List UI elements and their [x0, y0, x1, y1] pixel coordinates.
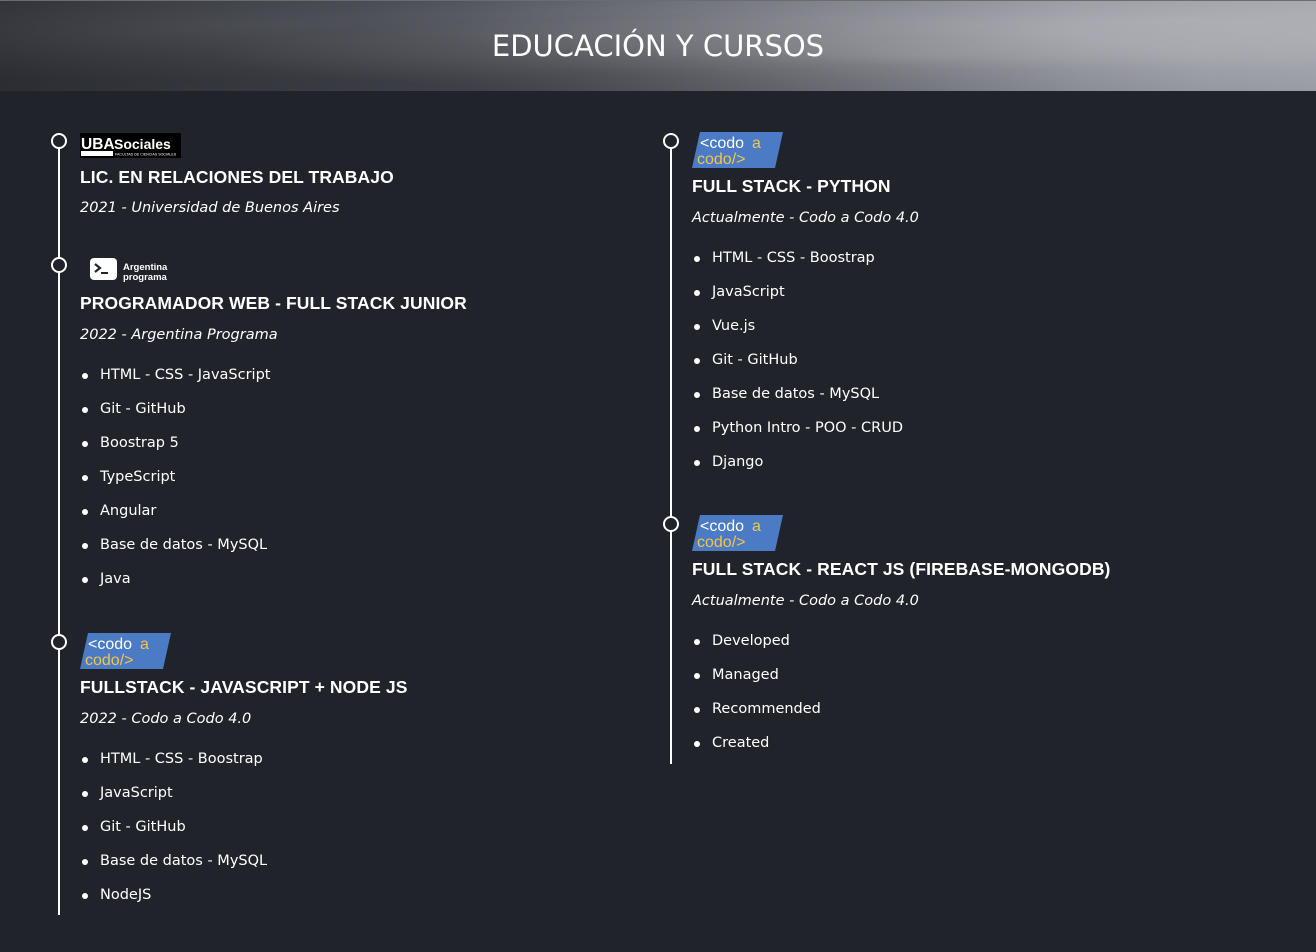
list-item: Managed [692, 665, 1292, 699]
uba-sociales-logo: UBA Sociales FACULTAD DE CIENCIAS SOCIAL… [80, 133, 181, 158]
timeline-dot [663, 133, 679, 149]
education-entry: Argentina programa PROGRAMADOR WEB - FUL… [80, 257, 640, 603]
list-item: Boostrap 5 [80, 433, 640, 467]
list-item: Git - GitHub [80, 817, 640, 851]
education-entry: <codo a codo/> FULLSTACK - JAVASCRIPT + … [80, 633, 640, 919]
argentina-logo-text: Argentina [123, 262, 168, 273]
list-item: Vue.js [692, 316, 1292, 350]
programa-logo-text: programa [123, 272, 168, 283]
list-item: Django [692, 452, 1292, 486]
terminal-icon [94, 263, 102, 273]
codo-logo-a: a [140, 636, 149, 653]
entry-title: PROGRAMADOR WEB - FULL STACK JUNIOR [80, 293, 467, 313]
codo-logo-line1: <codo [700, 135, 744, 152]
timeline-dot [663, 516, 679, 532]
list-item: JavaScript [692, 282, 1292, 316]
timeline-dot [51, 133, 67, 149]
skills-list: Developed Managed Recommended Created [692, 631, 1292, 767]
list-item: Base de datos - MySQL [80, 851, 640, 885]
codo-logo-line2: codo/> [697, 151, 745, 168]
entry-subtitle: Actualmente - Codo a Codo 4.0 [692, 593, 919, 609]
section-title: EDUCACIÓN Y CURSOS [491, 29, 825, 63]
codo-logo-line1: <codo [700, 518, 744, 535]
skills-list: HTML - CSS - JavaScript Git - GitHub Boo… [80, 365, 640, 603]
sociales-logo-text: Sociales [114, 136, 171, 152]
list-item: Recommended [692, 699, 1292, 733]
codo-logo-a: a [752, 135, 761, 152]
uba-logo-subtext: FACULTAD DE CIENCIAS SOCIALES [115, 153, 177, 157]
list-item: TypeScript [80, 467, 640, 501]
entry-title: FULL STACK - PYTHON [692, 176, 891, 196]
codo-a-codo-logo: <codo a codo/> [692, 515, 783, 551]
timeline-line-right [670, 140, 672, 764]
codo-logo-line2: codo/> [85, 652, 133, 669]
entry-subtitle: 2022 - Argentina Programa [80, 327, 278, 343]
timeline-dot [51, 634, 67, 650]
codo-logo-a: a [752, 518, 761, 535]
section-header: EDUCACIÓN Y CURSOS [0, 0, 1316, 91]
timeline-dot [51, 257, 67, 273]
list-item: Base de datos - MySQL [80, 535, 640, 569]
list-item: JavaScript [80, 783, 640, 817]
list-item: Created [692, 733, 1292, 767]
codo-logo-line1: <codo [88, 636, 132, 653]
list-item: Git - GitHub [692, 350, 1292, 384]
entry-title: FULL STACK - REACT JS (FIREBASE-MONGODB) [692, 559, 1111, 579]
codo-a-codo-logo: <codo a codo/> [80, 633, 171, 669]
entry-title: LIC. EN RELACIONES DEL TRABAJO [80, 167, 394, 187]
list-item: Angular [80, 501, 640, 535]
skills-list: HTML - CSS - Boostrap JavaScript Vue.js … [692, 248, 1292, 486]
list-item: Git - GitHub [80, 399, 640, 433]
entry-subtitle: Actualmente - Codo a Codo 4.0 [692, 210, 919, 226]
list-item: Base de datos - MySQL [692, 384, 1292, 418]
education-entry: UBA Sociales FACULTAD DE CIENCIAS SOCIAL… [80, 133, 640, 218]
list-item: Python Intro - POO - CRUD [692, 418, 1292, 452]
entry-subtitle: 2021 - Universidad de Buenos Aires [80, 200, 340, 216]
education-entry: <codo a codo/> FULL STACK - REACT JS (FI… [692, 515, 1292, 767]
entry-title: FULLSTACK - JAVASCRIPT + NODE JS [80, 677, 408, 697]
list-item: HTML - CSS - JavaScript [80, 365, 640, 399]
list-item: HTML - CSS - Boostrap [80, 749, 640, 783]
entry-subtitle: 2022 - Codo a Codo 4.0 [80, 711, 252, 727]
codo-a-codo-logo: <codo a codo/> [692, 132, 783, 168]
list-item: NodeJS [80, 885, 640, 919]
argentina-programa-logo: Argentina programa [90, 258, 168, 283]
timeline-line-left [58, 140, 60, 915]
education-entry: <codo a codo/> FULL STACK - PYTHON Actua… [692, 132, 1292, 486]
uba-logo-text: UBA [81, 136, 115, 153]
list-item: Developed [692, 631, 1292, 665]
list-item: HTML - CSS - Boostrap [692, 248, 1292, 282]
skills-list: HTML - CSS - Boostrap JavaScript Git - G… [80, 749, 640, 919]
codo-logo-line2: codo/> [697, 534, 745, 551]
list-item: Java [80, 569, 640, 603]
